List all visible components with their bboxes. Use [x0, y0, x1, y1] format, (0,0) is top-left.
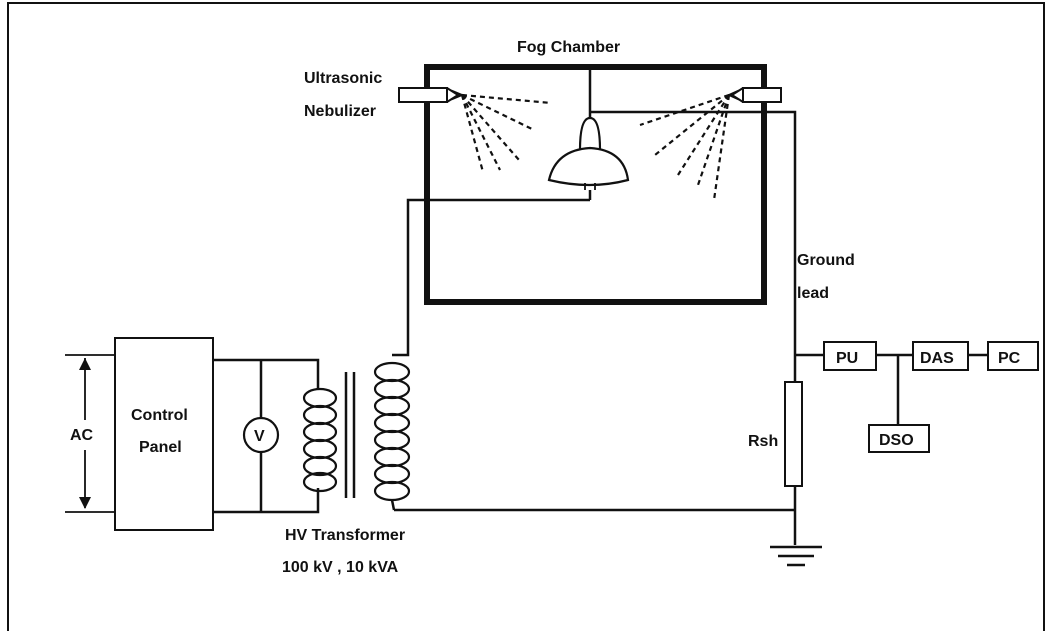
pu-box: [823, 341, 877, 371]
voltmeter-label: V: [254, 428, 265, 445]
right-nebulizer: [726, 87, 782, 103]
ground-symbol: [770, 545, 822, 567]
ground-lead-label-line1: Ground: [797, 252, 855, 269]
ac-arrow-down: [79, 497, 91, 509]
fog-chamber: [424, 64, 767, 305]
nebulizer-label-line1: Ultrasonic: [304, 70, 382, 87]
pc-label: PC: [998, 350, 1021, 367]
voltmeter-icon: [242, 416, 280, 454]
transformer-core: [344, 372, 356, 498]
ground-lead-wire: [590, 110, 797, 382]
nebulizer-label-line2: Nebulizer: [304, 103, 376, 120]
outer-frame: [7, 2, 1045, 636]
control-panel-box: [114, 337, 214, 531]
pu-label: PU: [836, 350, 858, 367]
ac-arrow-up: [79, 358, 91, 370]
das-label: DAS: [920, 350, 954, 367]
fog-chamber-label: Fog Chamber: [517, 39, 620, 56]
shunt-resistor: [784, 381, 803, 487]
pc-box: [987, 341, 1039, 371]
right-spray: [639, 93, 731, 201]
transformer-label-line2: 100 kV , 10 kVA: [282, 559, 399, 576]
rsh-label: Rsh: [748, 433, 778, 450]
das-box: [912, 341, 969, 371]
left-nebulizer: [398, 87, 465, 103]
transformer-label-line1: HV Transformer: [285, 527, 405, 544]
control-panel-label-line1: Control: [131, 407, 188, 424]
primary-coil: [302, 387, 338, 493]
insulator: [547, 70, 630, 200]
control-panel-label-line2: Panel: [139, 439, 182, 456]
left-spray: [460, 93, 552, 173]
dso-label: DSO: [879, 432, 914, 449]
dso-box: [868, 424, 930, 453]
hv-lead: [392, 198, 590, 357]
ground-lead-label-line2: lead: [797, 285, 829, 302]
secondary-coil: [373, 361, 411, 502]
ac-label: AC: [70, 427, 94, 444]
